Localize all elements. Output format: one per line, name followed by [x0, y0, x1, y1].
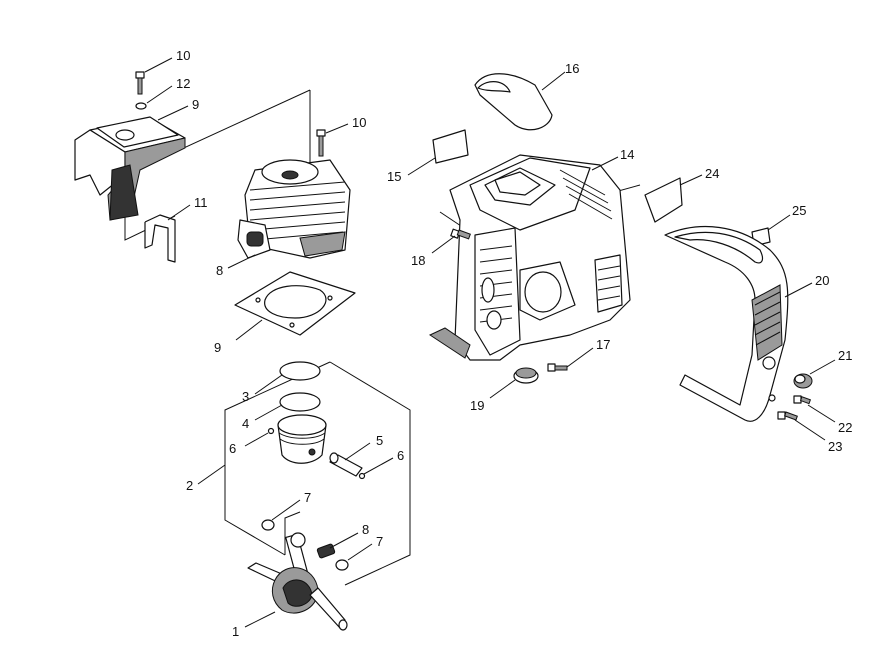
callout-4: 4 [242, 416, 249, 431]
outer-cover-22 [664, 225, 789, 422]
callout-5: 5 [376, 433, 383, 448]
callout-3: 3 [242, 389, 249, 404]
crankshaft-1 [247, 532, 348, 631]
clip-6a [267, 427, 275, 435]
callout-13: 11 [194, 195, 208, 210]
bearing-7a [261, 519, 275, 531]
callout-6b: 6 [397, 448, 404, 463]
callout-8: 8 [362, 522, 369, 537]
bracket-13 [144, 214, 176, 263]
callout-10: 9 [214, 340, 221, 355]
callout-12: 9 [192, 97, 199, 112]
callout-27: 25 [792, 203, 806, 218]
bolt-15 [135, 71, 145, 95]
leader-lines [144, 57, 836, 628]
callout-9: 8 [216, 263, 223, 278]
callout-22: 20 [815, 273, 829, 288]
callout-24: 22 [838, 420, 852, 435]
callout-16: 14 [620, 147, 634, 162]
callout-23: 21 [838, 348, 852, 363]
bearing-7b [335, 559, 349, 571]
callout-20: 18 [411, 253, 425, 268]
callout-11: 10 [352, 115, 366, 130]
cylinder-9 [237, 159, 351, 259]
callout-17: 15 [387, 169, 401, 184]
piston-ring-3 [279, 361, 321, 381]
needle-bearing-8 [316, 543, 336, 559]
callout-18: 16 [565, 61, 579, 76]
piston-ring-4 [279, 392, 321, 412]
callout-25: 23 [828, 439, 842, 454]
piston-pin-5 [329, 452, 363, 477]
bolt-25 [777, 411, 798, 421]
washer-14 [135, 102, 147, 110]
callout-26: 24 [705, 166, 719, 181]
callout-2: 2 [186, 478, 193, 493]
bolt-20 [450, 228, 471, 240]
callout-14: 12 [176, 76, 190, 91]
label-26 [644, 177, 683, 223]
intake-cover-18 [474, 73, 553, 131]
callout-6a: 6 [229, 441, 236, 456]
gasket-10 [234, 271, 356, 336]
callout-7a: 7 [304, 490, 311, 505]
callout-15: 10 [176, 48, 190, 63]
label-17 [432, 129, 469, 164]
bolt-19 [547, 363, 568, 372]
cap-21 [513, 367, 539, 384]
clip-6b [358, 472, 366, 480]
callout-1: 1 [232, 624, 239, 639]
muffler-cover-12 [74, 116, 186, 221]
callout-labels: 10 12 9 11 10 8 9 3 4 6 2 5 6 7 8 7 1 16… [176, 48, 852, 639]
piston [277, 414, 327, 464]
piston-group-bracket-right [329, 361, 411, 586]
callout-7b: 7 [376, 534, 383, 549]
knob-23 [793, 373, 813, 389]
bolt-24 [793, 395, 812, 405]
housing-16 [428, 154, 631, 361]
bolt-11 [316, 129, 326, 157]
callout-21: 19 [470, 398, 484, 413]
callout-19: 17 [596, 337, 610, 352]
piston-group-bracket-inner [284, 511, 301, 555]
